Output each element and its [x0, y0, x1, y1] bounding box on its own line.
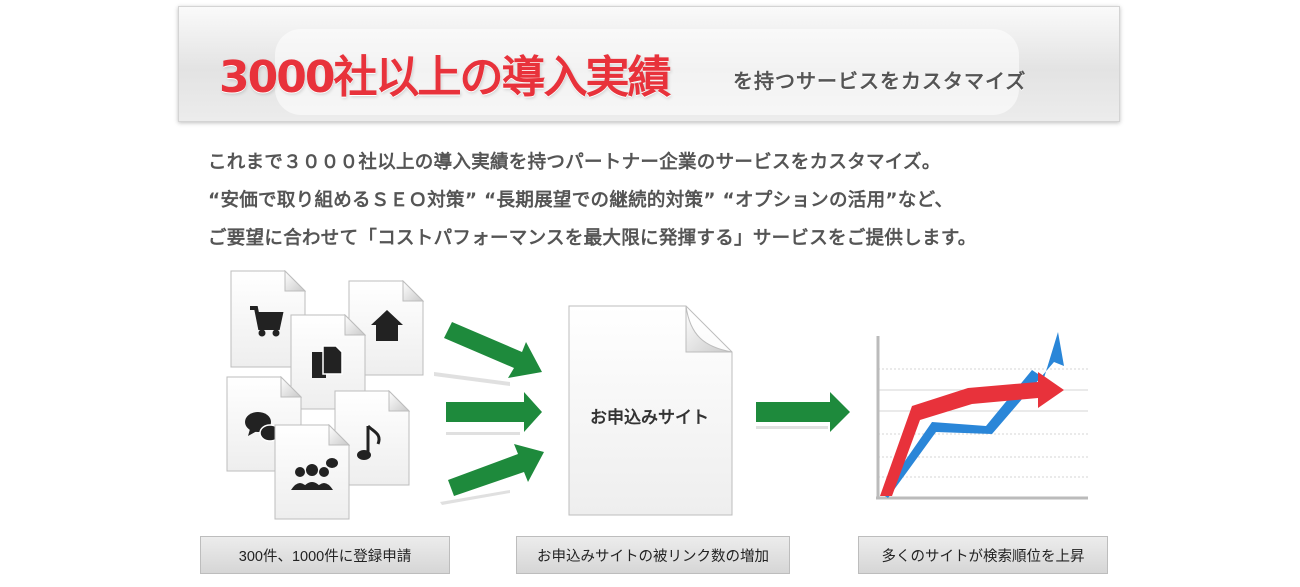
intro-text: これまで３０００社以上の導入実績を持つパートナー企業のサービスをカスタマイズ。 … [208, 144, 1128, 258]
center-document-label: お申込みサイト [590, 408, 709, 428]
arrows-to-site [434, 322, 544, 505]
people-icon [291, 458, 338, 490]
intro-line: これまで３０００社以上の導入実績を持つパートナー企業のサービスをカスタマイズ。 [208, 152, 941, 173]
cart-icon [250, 306, 284, 337]
banner-highlight [275, 29, 1019, 115]
header-banner: 3000社以上の導入実績 を持つサービスをカスタマイズ [178, 6, 1120, 122]
home-icon [371, 310, 403, 341]
intro-line: ご要望に合わせて「コストパフォーマンスを最大限に発揮する」サービスをご提供します… [208, 228, 977, 249]
ranking-chart [876, 332, 1088, 500]
caption-ranking: 多くのサイトが検索順位を上昇 [858, 536, 1108, 574]
intro-line: “安価で取り組めるＳＥＯ対策” “長期展望での継続的対策” “オプションの活用”… [208, 190, 954, 211]
arrow-to-chart [756, 392, 850, 432]
document-music [334, 390, 410, 486]
document-application-site [568, 305, 733, 516]
caption-backlinks: お申込みサイトの被リンク数の増加 [516, 536, 790, 574]
banner-title: 3000社以上の導入実績 [219, 52, 671, 103]
banner-subtitle: を持つサービスをカスタマイズ [733, 69, 1027, 93]
music-icon [357, 424, 381, 460]
caption-registration: 300件、1000件に登録申請 [200, 536, 450, 574]
copy-icon [312, 345, 343, 378]
